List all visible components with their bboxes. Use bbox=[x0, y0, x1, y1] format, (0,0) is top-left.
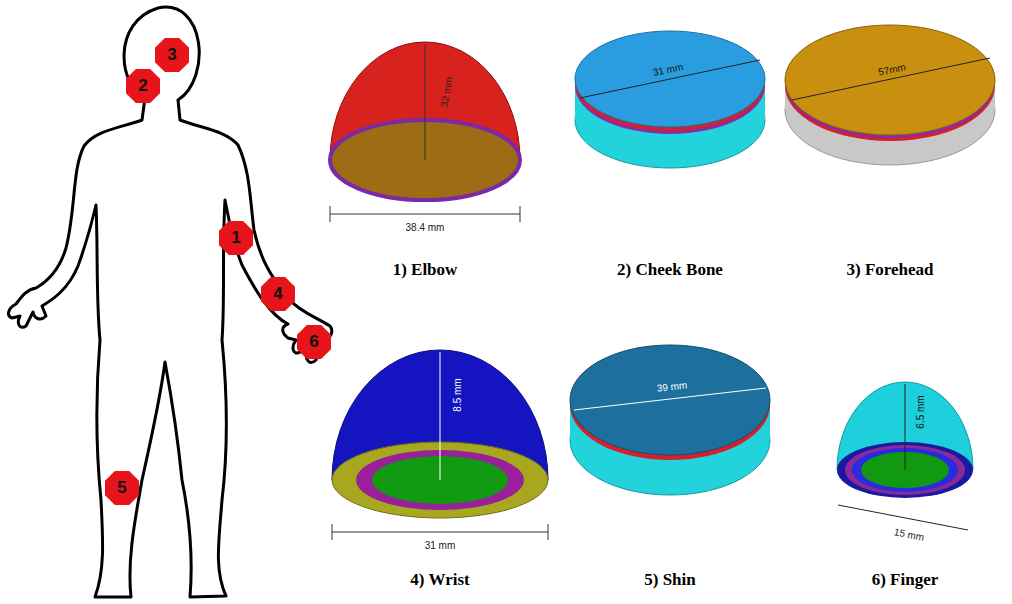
dimension-label: 38.4 mm bbox=[404, 222, 447, 234]
site-caption: 3) Forehead bbox=[846, 260, 933, 280]
site-marker: 4 bbox=[261, 277, 295, 311]
wrist-model-part bbox=[548, 524, 549, 540]
callout-number: 5 bbox=[117, 478, 126, 498]
callout-number: 2 bbox=[138, 76, 147, 96]
elbow-model bbox=[330, 42, 520, 222]
forehead-model-part bbox=[792, 58, 990, 100]
marker-shape bbox=[219, 221, 253, 255]
marker-shape bbox=[155, 38, 189, 72]
body-outline bbox=[9, 7, 332, 597]
forehead-model bbox=[785, 25, 995, 165]
cheek-bone-model-part bbox=[580, 60, 760, 98]
wrist-model-part bbox=[332, 532, 548, 533]
marker-shape bbox=[105, 471, 139, 505]
finger-model-part bbox=[905, 384, 906, 470]
elbow-model-part bbox=[520, 206, 521, 222]
site-caption: 2) Cheek Bone bbox=[617, 260, 723, 280]
callout-number: 1 bbox=[231, 228, 240, 248]
callout-number: 3 bbox=[167, 45, 176, 65]
site-marker: 5 bbox=[105, 471, 139, 505]
elbow-model-part bbox=[330, 206, 331, 222]
body-outline-part bbox=[9, 7, 332, 597]
site-caption: 6) Finger bbox=[872, 570, 939, 590]
site-caption: 4) Wrist bbox=[410, 570, 469, 590]
marker-shape bbox=[261, 277, 295, 311]
forehead-model-part bbox=[785, 25, 995, 135]
site-marker: 6 bbox=[297, 325, 331, 359]
marker-shape bbox=[297, 325, 331, 359]
callout-number: 6 bbox=[309, 332, 318, 352]
wrist-model-part bbox=[332, 524, 333, 540]
callout-number: 4 bbox=[273, 284, 282, 304]
dimension-label: 15 mm bbox=[891, 526, 927, 544]
shin-model bbox=[570, 345, 770, 495]
marker-shape bbox=[126, 69, 160, 103]
finger-model bbox=[837, 382, 973, 530]
site-marker: 3 bbox=[155, 38, 189, 72]
cheek-bone-model-part bbox=[575, 31, 765, 127]
site-marker: 2 bbox=[126, 69, 160, 103]
wrist-model bbox=[332, 350, 548, 540]
dimension-label: 31 mm bbox=[423, 540, 458, 552]
wrist-model-part bbox=[440, 352, 441, 480]
cheek-bone-model bbox=[575, 31, 765, 168]
finger-model-part bbox=[838, 505, 968, 530]
dimension-label: 8.5 mm bbox=[452, 376, 464, 413]
dimension-label: 6.5 mm bbox=[915, 393, 927, 430]
elbow-model-part bbox=[330, 214, 520, 215]
site-caption: 1) Elbow bbox=[393, 260, 458, 280]
shin-model-part bbox=[570, 345, 770, 455]
site-caption: 5) Shin bbox=[644, 570, 696, 590]
site-marker: 1 bbox=[219, 221, 253, 255]
elbow-model-part bbox=[425, 44, 426, 160]
